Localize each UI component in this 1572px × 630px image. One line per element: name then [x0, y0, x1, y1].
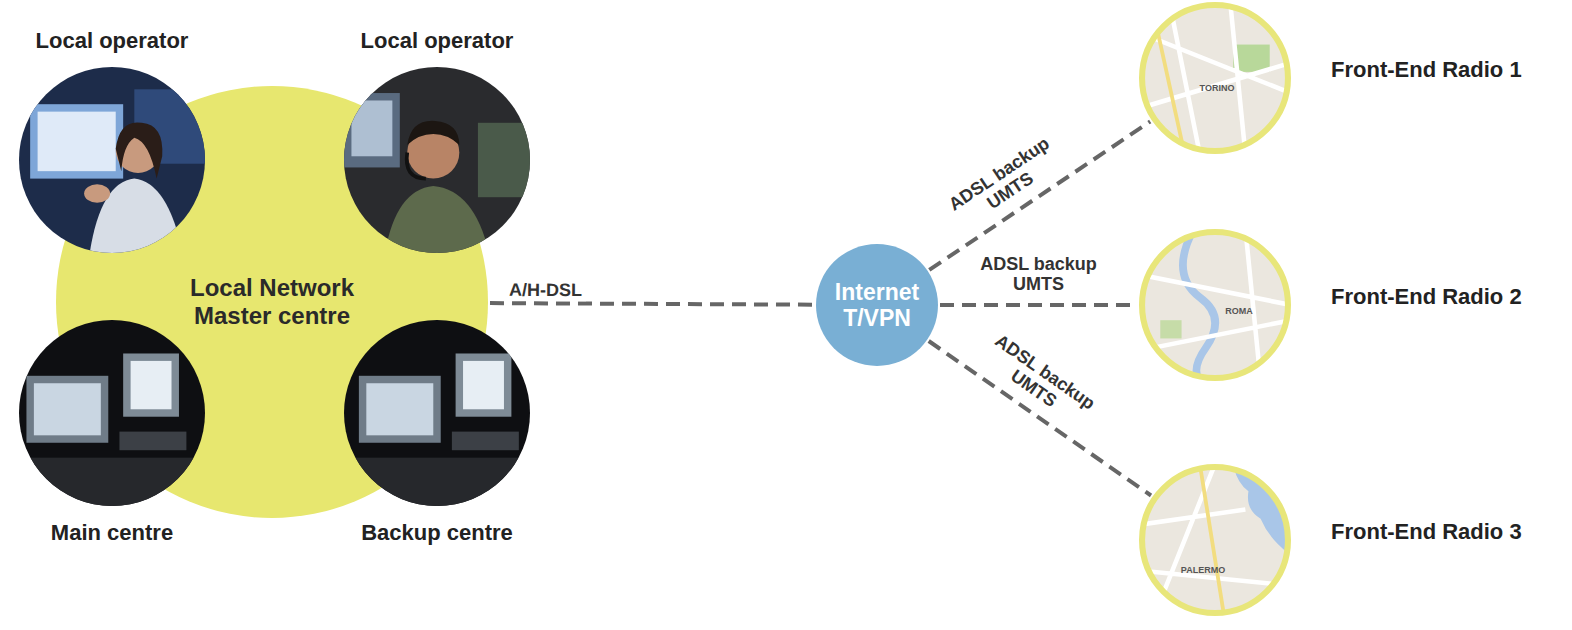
- art-shape: [116, 122, 163, 178]
- art-shape: [1142, 467, 1288, 613]
- photo-circle: Main centre: [19, 320, 205, 506]
- operator-photo: [19, 67, 205, 253]
- art-shape: [344, 93, 400, 167]
- dashed-link: [929, 122, 1150, 270]
- front-end-site: ROMAFront-End Radio 2: [1139, 229, 1291, 381]
- network-circle: Internet T/VPN: [816, 244, 938, 366]
- art-shape: [366, 383, 433, 435]
- photo-circle: Backup centre: [344, 320, 530, 506]
- node-title: Local Network Master centre: [172, 274, 372, 329]
- control-room-photo: [19, 320, 205, 506]
- photo-caption: Local operator: [36, 28, 189, 53]
- site-name: Front-End Radio 3: [1331, 519, 1522, 544]
- art-shape: [407, 153, 426, 179]
- site-name: Front-End Radio 1: [1331, 57, 1522, 82]
- city-map: [1139, 2, 1291, 154]
- site-name: Front-End Radio 2: [1331, 284, 1522, 309]
- art-shape: [119, 432, 186, 451]
- art-shape: [30, 104, 123, 178]
- art-shape: [1139, 2, 1291, 154]
- art-shape: [478, 123, 530, 197]
- art-shape: [1139, 464, 1291, 616]
- link-label: ADSL backup UMTS: [972, 326, 1106, 436]
- art-shape: [344, 320, 530, 506]
- art-shape: [1139, 464, 1291, 616]
- front-end-site: TORINOFront-End Radio 1: [1139, 2, 1291, 154]
- art-shape: [1200, 464, 1224, 616]
- art-shape: [26, 376, 108, 443]
- art-shape: [344, 320, 530, 506]
- art-shape: [1139, 229, 1291, 381]
- art-shape: [131, 361, 172, 409]
- city-map: [1139, 229, 1291, 381]
- art-shape: [407, 121, 459, 145]
- art-shape: [1139, 229, 1291, 381]
- art-shape: [1142, 232, 1288, 378]
- art-shape: [38, 112, 116, 172]
- photo-caption: Main centre: [51, 520, 173, 545]
- art-shape: [19, 458, 205, 506]
- art-shape: [1139, 464, 1291, 616]
- dashed-link: [490, 303, 814, 305]
- art-shape: [385, 186, 489, 253]
- art-shape: [19, 320, 205, 506]
- map-city-label: PALERMO: [1181, 565, 1225, 575]
- art-shape: [1139, 2, 1291, 154]
- city-map: [1139, 464, 1291, 616]
- art-shape: [351, 100, 392, 156]
- art-shape: [19, 67, 205, 253]
- art-shape: [1139, 229, 1291, 381]
- art-shape: [344, 458, 530, 506]
- art-shape: [1160, 320, 1181, 338]
- art-shape: [123, 353, 179, 416]
- photo-caption: Local operator: [361, 28, 514, 53]
- art-shape: [34, 383, 101, 435]
- art-shape: [19, 320, 205, 506]
- operator-photo: [344, 67, 530, 253]
- dashed-link: [940, 303, 1137, 307]
- photo-circle: Local operator: [344, 67, 530, 253]
- art-shape: [359, 376, 441, 443]
- control-room-photo: [344, 320, 530, 506]
- art-shape: [344, 67, 530, 253]
- map-city-label: ROMA: [1225, 306, 1253, 316]
- photo-caption: Backup centre: [361, 520, 513, 545]
- front-end-site: PALERMOFront-End Radio 3: [1139, 464, 1291, 616]
- art-shape: [84, 184, 110, 203]
- link-label: ADSL backup UMTS: [971, 255, 1107, 295]
- art-shape: [1183, 229, 1215, 381]
- art-shape: [463, 361, 504, 409]
- link-label: ADSL backup UMTS: [938, 128, 1073, 237]
- map-city-label: TORINO: [1200, 83, 1235, 93]
- art-shape: [456, 353, 512, 416]
- node-title: Internet T/VPN: [827, 279, 927, 332]
- art-shape: [452, 432, 519, 451]
- link-label: A/H-DSL: [505, 281, 586, 301]
- art-shape: [1139, 2, 1291, 154]
- art-shape: [1142, 5, 1288, 151]
- photo-circle: Local operator: [19, 67, 205, 253]
